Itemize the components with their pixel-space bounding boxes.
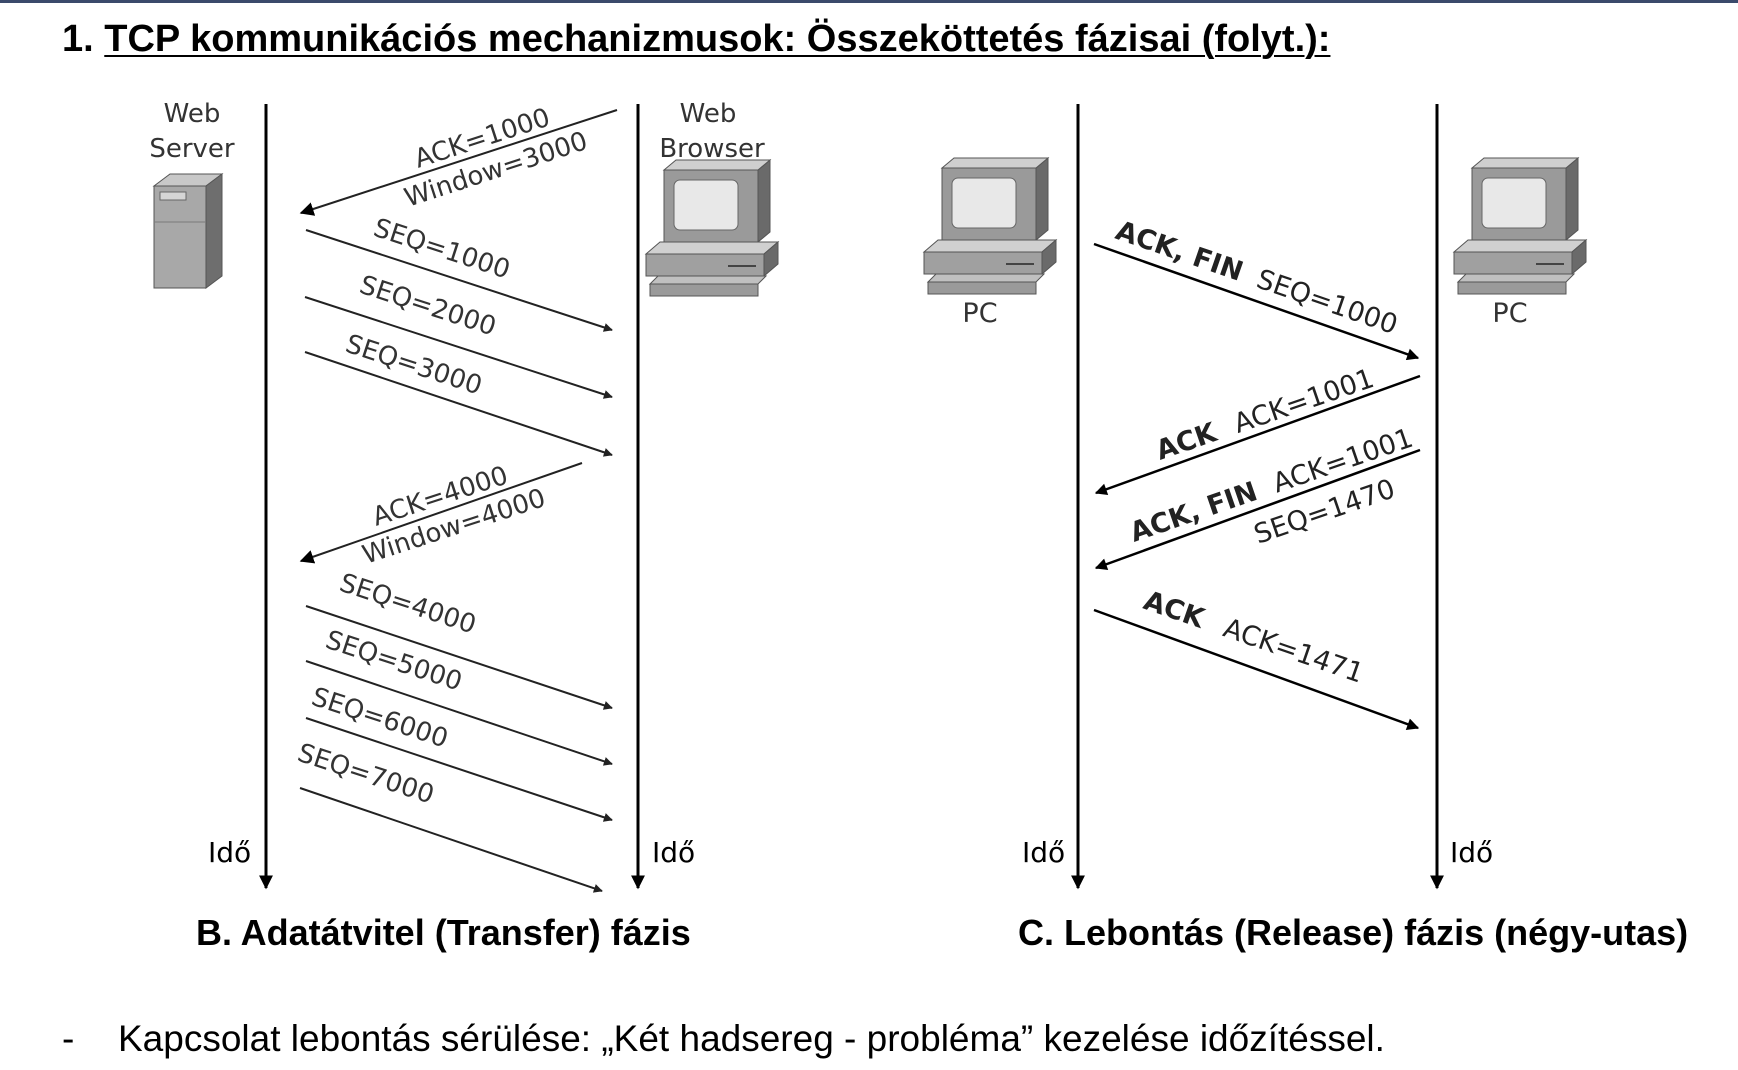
page-title: 1. TCP kommunikációs mechanizmusok: Össz…	[62, 18, 1330, 61]
title-text: TCP kommunikációs mechanizmusok: Összekö…	[104, 18, 1331, 60]
title-number: 1.	[62, 18, 94, 60]
message-ack1000: ACK=1000 Window=3000	[299, 103, 618, 216]
message-label: SEQ=4000	[336, 568, 480, 640]
browser-computer-icon	[644, 158, 780, 297]
browser-label-line2: Browser	[659, 134, 765, 164]
message-ack-fin-ack1001: ACK, FIN ACK=1001 SEQ=1470	[1094, 423, 1421, 570]
message-ack4000: ACK=4000 Window=4000	[299, 461, 583, 571]
message-label: ACK ACK=1471	[1140, 585, 1368, 689]
server-label-line2: Server	[149, 134, 235, 164]
message-fields: SEQ=1000	[1253, 264, 1402, 341]
message-seq7000: SEQ=7000	[294, 738, 603, 893]
server-time-label: Idő	[208, 836, 251, 869]
bullet-text: Kapcsolat lebontás sérülése: „Két hadser…	[118, 1018, 1385, 1059]
message-label: ACK, FIN SEQ=1000	[1112, 215, 1402, 341]
message-label: SEQ=2000	[356, 270, 500, 342]
message-flags: ACK, FIN	[1126, 476, 1261, 548]
bullet-dash: -	[62, 1018, 75, 1059]
browser-time-label: Idő	[652, 836, 695, 869]
message-fields: ACK=1471	[1219, 613, 1367, 690]
top-accent-line	[0, 0, 1738, 3]
server-icon	[152, 173, 224, 289]
pc-right-label: PC	[1492, 298, 1527, 329]
transfer-diagram: Web Server Web Browser Idő	[149, 99, 780, 893]
browser-label-line1: Web	[680, 99, 737, 129]
message-flags: ACK	[1140, 585, 1209, 635]
pc-left-label: PC	[962, 298, 997, 329]
message-ack-fin-seq1000: ACK, FIN SEQ=1000	[1093, 215, 1420, 361]
pc-right-icon	[1452, 156, 1588, 295]
bullet-note: - Kapcsolat lebontás sérülése: „Két hadse…	[62, 1018, 1385, 1060]
message-fields: ACK=1001	[1269, 423, 1417, 500]
pc-left-icon	[922, 156, 1058, 295]
release-diagram: PC PC Idő Idő ACK, FIN SEQ=1000	[922, 104, 1588, 890]
pc-right-time-label: Idő	[1450, 836, 1493, 869]
message-flags: ACK, FIN	[1112, 215, 1247, 287]
message-label: SEQ=3000	[342, 329, 486, 401]
message-seq6000: SEQ=6000	[305, 682, 613, 822]
transfer-phase-caption: B. Adatátvitel (Transfer) fázis	[196, 912, 691, 953]
server-label-line1: Web	[164, 99, 221, 129]
message-label: SEQ=7000	[294, 738, 438, 810]
message-ack-ack1471: ACK ACK=1471	[1093, 585, 1420, 730]
pc-left-time-label: Idő	[1022, 836, 1065, 869]
release-phase-caption: C. Lebontás (Release) fázis (négy-utas)	[1018, 912, 1689, 953]
message-fields: ACK=1001	[1230, 363, 1378, 440]
